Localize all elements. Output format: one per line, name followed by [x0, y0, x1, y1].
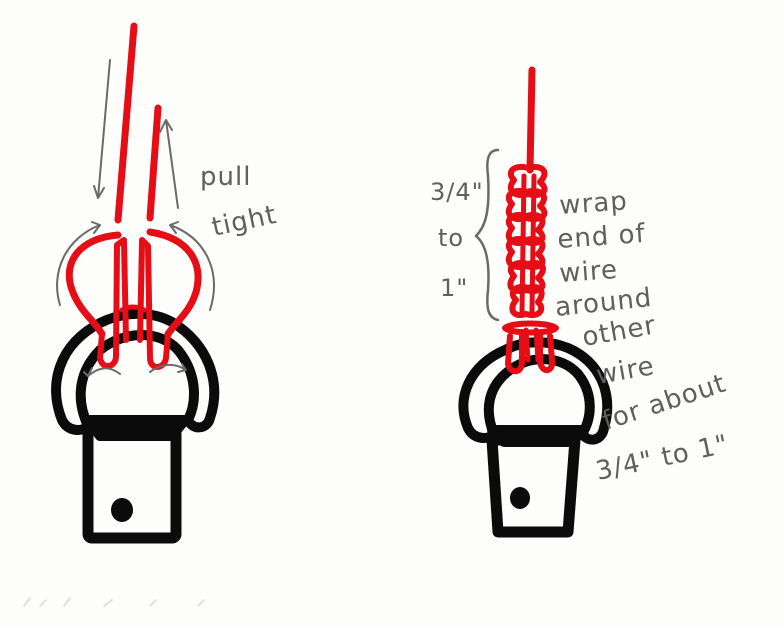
pencil-smudge [24, 598, 204, 606]
right-hole [510, 487, 530, 509]
instruction-end-of: end of [556, 219, 646, 255]
instruction-wire-2: wire [594, 351, 657, 391]
right-wire-coil [509, 167, 545, 315]
label-pull: pull [200, 162, 251, 192]
measure-one-inch: 1" [440, 274, 468, 302]
measure-bracket [476, 150, 498, 320]
label-tight: tight [209, 200, 279, 243]
right-illustration: 3/4" to 1" wrap end of wire around other… [430, 70, 731, 532]
left-hole [111, 498, 133, 522]
left-finding [56, 314, 214, 538]
instruction-wrap: wrap [558, 186, 628, 221]
left-illustration: pull tight [56, 26, 280, 538]
measure-three-quarter: 3/4" [430, 178, 484, 206]
instruction-measure: 3/4" to 1" [593, 429, 731, 486]
measure-to: to [438, 224, 464, 252]
right-finding [463, 342, 607, 532]
right-red-wire [505, 70, 556, 371]
left-pencil-arrows [57, 60, 214, 376]
instruction-wire-1: wire [558, 255, 619, 289]
